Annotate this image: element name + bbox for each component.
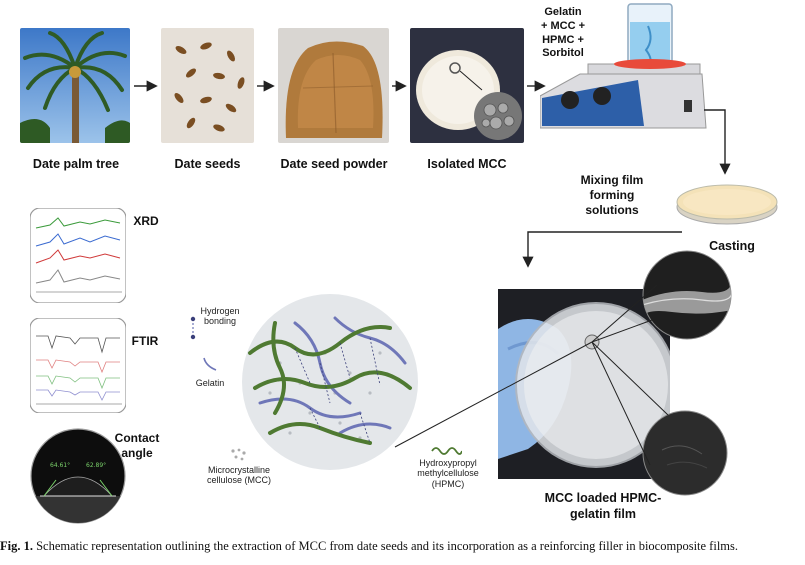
legend-mcc: Microcrystalline cellulose (MCC) [206, 465, 271, 486]
gelatin-icon [200, 356, 220, 374]
label-date-seed-powder: Date seed powder [280, 157, 388, 171]
date-palm-photo [20, 28, 130, 143]
label-isolated-mcc: Isolated MCC [427, 157, 507, 171]
legend-gelatin: Gelatin [195, 378, 225, 388]
film-label: MCC loaded HPMC- gelatin film [544, 491, 662, 521]
hydrogen-bond-icon [189, 316, 197, 340]
polymer-network-diagram [240, 293, 420, 471]
label-date-seeds: Date seeds [174, 157, 241, 171]
ftir-graph [29, 317, 127, 414]
isolated-mcc-photo [410, 28, 524, 143]
casting-label: Casting [709, 239, 755, 253]
legend-hpmc: Hydroxypropyl methylcellulose (HPMC) [417, 458, 479, 489]
sem-zoom-cross-section [642, 250, 732, 340]
hpmc-icon [430, 444, 463, 456]
figure-caption: Fig. 1. Schematic representation outlini… [0, 539, 805, 554]
figure-caption-text: Schematic representation outlining the e… [32, 539, 739, 553]
ftir-label: FTIR [131, 334, 159, 348]
contact-angle-image: 64.61° 62.89° [30, 428, 126, 524]
magnetic-stirrer-illustration [539, 0, 710, 150]
sem-zoom-surface [642, 410, 728, 496]
petri-dish-illustration [675, 180, 779, 226]
contact-angle-label: Contact angle [114, 431, 160, 460]
contact-angle-right: 62.89° [86, 462, 107, 469]
xrd-label: XRD [133, 214, 159, 228]
contact-angle-left: 64.61° [50, 462, 71, 469]
figure-caption-label: Fig. 1. [0, 539, 33, 553]
label-date-palm: Date palm tree [32, 157, 120, 171]
date-seeds-photo [161, 28, 254, 143]
date-seed-powder-photo [278, 28, 389, 143]
mixing-label: Mixing film forming solutions [580, 173, 644, 217]
xrd-graph [29, 207, 127, 304]
beaker-ingredients-label: Gelatin + MCC + HPMC + Sorbitol [540, 6, 585, 60]
legend-hydrogen-bonding: Hydrogen bonding [200, 306, 240, 327]
mcc-particles-icon [229, 447, 249, 463]
